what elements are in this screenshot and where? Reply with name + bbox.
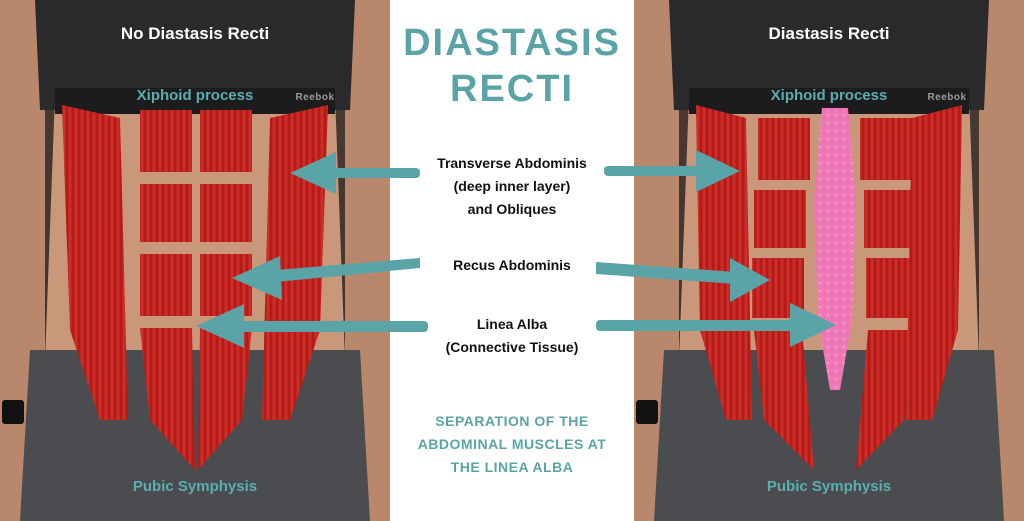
separated-rectus-abdominis-blocks: [752, 118, 918, 470]
right-brand-logo: Reebok: [927, 92, 967, 103]
right-photo-panel: [634, 0, 1024, 521]
main-title-line-1: DIASTASIS: [403, 22, 621, 64]
sports-bra: [669, 0, 989, 110]
left-brand-logo: Reebok: [295, 92, 335, 103]
diastasis-abdomen-illustration: [634, 0, 1024, 521]
right-oblique-muscle: [906, 105, 962, 420]
watch: [2, 400, 24, 424]
left-pubic-symphysis-label: Pubic Symphysis: [132, 478, 258, 495]
linea-alba-label: Linea Alba (Connective Tissue): [445, 316, 579, 355]
main-title: DIASTASIS RECTI: [390, 20, 634, 112]
rectus-abdominis-label: Recus Abdominis: [453, 257, 571, 273]
left-xiphoid-label: Xiphoid process: [136, 87, 254, 104]
leggings: [20, 350, 370, 521]
separation-caption: SEPARATION OF THE ABDOMINAL MUSCLES AT T…: [417, 413, 607, 475]
right-panel-title: Diastasis Recti: [768, 24, 890, 43]
healthy-abdomen-illustration: [0, 0, 390, 521]
rectus-abdominis-blocks: [140, 110, 252, 470]
center-panel: [390, 0, 634, 521]
transverse-abdominis-label: Transverse Abdominis (deep inner layer) …: [437, 155, 587, 217]
left-panel-title: No Diastasis Recti: [120, 24, 270, 43]
right-xiphoid-label: Xiphoid process: [770, 87, 888, 104]
watch: [636, 400, 658, 424]
main-title-line-2: RECTI: [450, 68, 574, 110]
sports-bra: [35, 0, 355, 110]
right-pubic-symphysis-label: Pubic Symphysis: [766, 478, 892, 495]
left-photo-panel: [0, 0, 390, 521]
left-oblique-muscle: [62, 105, 128, 420]
bra-band: [55, 88, 335, 114]
